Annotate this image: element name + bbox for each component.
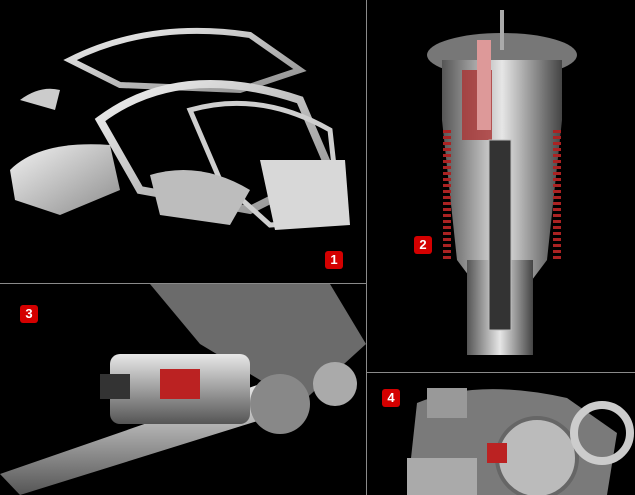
strut-illustration <box>427 10 577 355</box>
differential-illustration <box>407 388 634 495</box>
panel-divider <box>367 372 635 373</box>
panel-divider <box>0 283 366 284</box>
steering-gear-illustration <box>0 284 366 495</box>
panel-number-badge: 3 <box>20 305 38 323</box>
panel-suspension-strut: 2 <box>367 0 635 372</box>
panel-divider <box>366 0 367 495</box>
panel-body-shell: 1 <box>0 0 366 283</box>
panel-differential: 4 <box>367 373 635 495</box>
panel-steering-gear: 3 <box>0 284 366 495</box>
panel-number-badge: 2 <box>414 236 432 254</box>
panel-number-badge: 4 <box>382 389 400 407</box>
body-shell-illustration <box>10 27 350 230</box>
panel-number-badge: 1 <box>325 251 343 269</box>
